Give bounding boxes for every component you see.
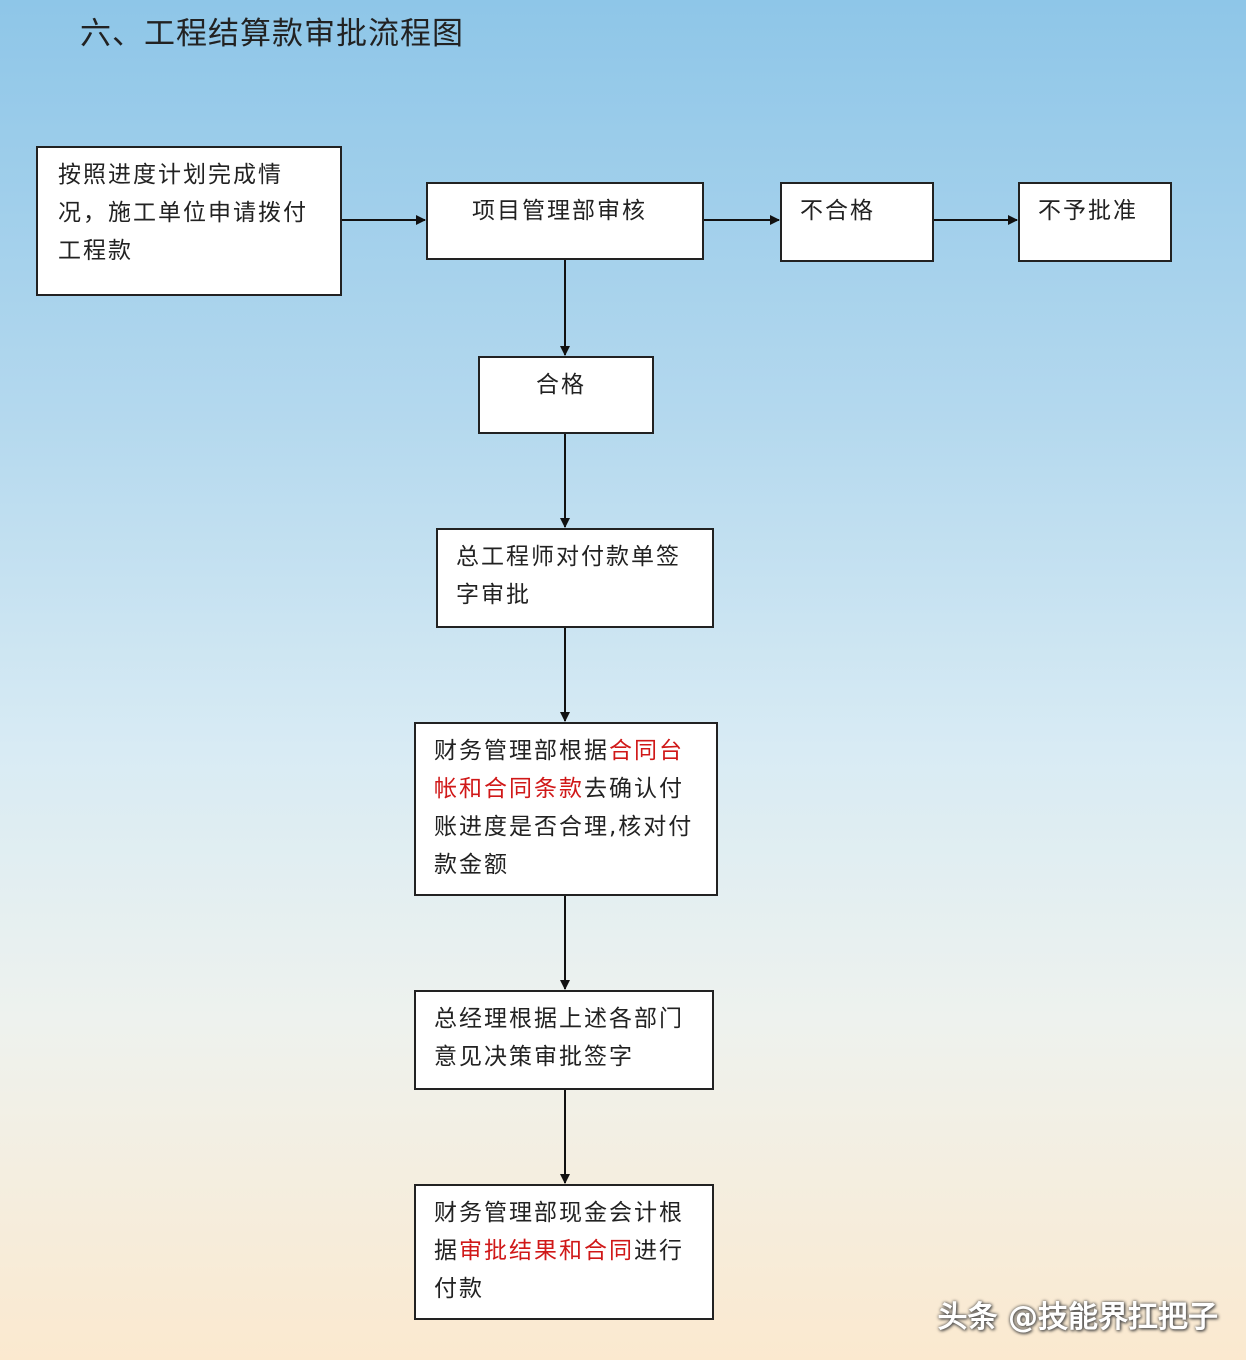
payment-highlight: 审批结果和合同 bbox=[459, 1238, 634, 1264]
node-payment-text: 财务管理部现金会计根据审批结果和合同进行付款 bbox=[434, 1194, 702, 1308]
node-apply-text: 按照进度计划完成情况，施工单位申请拨付工程款 bbox=[58, 162, 308, 264]
finance-check-highlight: 合同台帐和合同条款 bbox=[434, 738, 684, 802]
node-unqualified-text: 不合格 bbox=[800, 198, 875, 224]
node-reject-text: 不予批准 bbox=[1038, 198, 1138, 224]
node-project-review-text: 项目管理部审核 bbox=[472, 198, 647, 224]
node-chief-engineer-text: 总工程师对付款单签字审批 bbox=[456, 544, 681, 608]
finance-check-text-1: 财务管理部根据 bbox=[434, 738, 609, 764]
payment-text-2: 进行付款 bbox=[434, 1238, 684, 1302]
node-project-review: 项目管理部审核 bbox=[426, 182, 704, 260]
node-payment: 财务管理部现金会计根据审批结果和合同进行付款 bbox=[414, 1184, 714, 1320]
finance-check-text-2: 去确认付账进度是否合理,核对付款金额 bbox=[434, 776, 694, 878]
node-finance-check-text: 财务管理部根据合同台帐和合同条款去确认付账进度是否合理,核对付款金额 bbox=[434, 732, 706, 884]
node-apply: 按照进度计划完成情况，施工单位申请拨付工程款 bbox=[36, 146, 342, 296]
node-reject: 不予批准 bbox=[1018, 182, 1172, 262]
node-finance-check: 财务管理部根据合同台帐和合同条款去确认付账进度是否合理,核对付款金额 bbox=[414, 722, 718, 896]
node-general-manager-text: 总经理根据上述各部门意见决策审批签字 bbox=[434, 1006, 684, 1070]
node-chief-engineer: 总工程师对付款单签字审批 bbox=[436, 528, 714, 628]
node-qualified: 合格 bbox=[478, 356, 654, 434]
diagram-title: 六、工程结算款审批流程图 bbox=[80, 16, 464, 52]
node-general-manager: 总经理根据上述各部门意见决策审批签字 bbox=[414, 990, 714, 1090]
node-qualified-text: 合格 bbox=[536, 372, 586, 398]
node-unqualified: 不合格 bbox=[780, 182, 934, 262]
payment-text-1: 财务管理部现金会计根据 bbox=[434, 1200, 684, 1264]
watermark: 头条 @技能界扛把子 bbox=[937, 1300, 1218, 1335]
